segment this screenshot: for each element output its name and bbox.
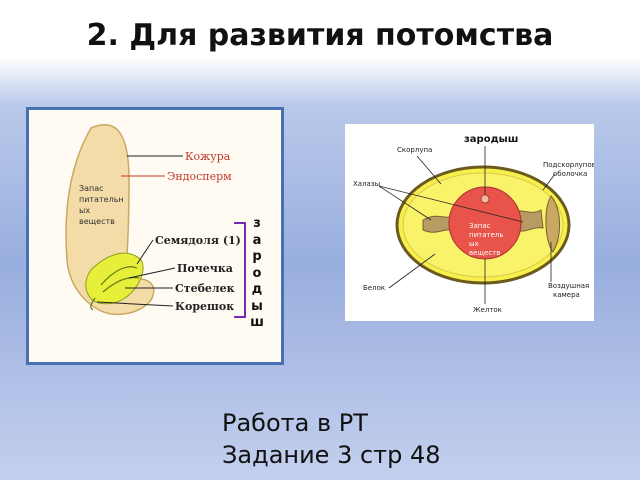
slide-title: 2. Для развития потомства: [86, 18, 554, 53]
label-membrane-1: Подскорлуповая: [543, 161, 594, 169]
label-semyadolya: Семядоля (1): [155, 234, 241, 247]
air-chamber: [545, 195, 560, 253]
embryo-bracket: [234, 222, 246, 318]
seed-embryo-vertical-label: з а р о д ы ш: [248, 216, 266, 332]
seed-coat: [65, 124, 155, 316]
egg-reserve-line-4: веществ: [469, 249, 500, 257]
chalaza-left: [422, 215, 454, 233]
embryo-letter: ш: [250, 315, 264, 330]
label-egg-embryo: зародыш: [464, 134, 518, 145]
label-air-2: камера: [553, 291, 580, 299]
seed-reserve-line-2: питательн: [79, 195, 124, 204]
label-chalazae: Халазы: [353, 180, 380, 188]
embryo-letter: ы: [251, 298, 263, 314]
embryo-letter: р: [252, 249, 262, 264]
germinal-disc: [480, 194, 490, 204]
label-koreshok: Корешок: [175, 300, 234, 313]
egg-diagram: зародыш Скорлупа Подскорлуповая оболочка…: [345, 124, 604, 321]
seed-diagram: Кожура Эндосперм Семядоля (1) Почечка Ст…: [26, 107, 284, 365]
label-membrane-2: оболочка: [553, 170, 587, 178]
label-kozhura: Кожура: [185, 150, 231, 163]
assignment-note: Работа в РТ Задание 3 стр 48: [222, 407, 441, 471]
assignment-line-2: Задание 3 стр 48: [222, 441, 441, 469]
label-stebelek: Стебелек: [175, 282, 235, 295]
embryo-letter: д: [251, 282, 263, 297]
assignment-line-1: Работа в РТ: [222, 409, 368, 437]
label-shell: Скорлупа: [397, 146, 432, 154]
embryo-letter: з: [253, 216, 261, 231]
egg-reserve-line-2: питатель: [469, 231, 503, 239]
label-yolk: Желток: [473, 306, 502, 314]
seed-embryo: [85, 252, 144, 305]
egg-reserve-line-1: Запас: [469, 222, 491, 230]
embryo-letter: о: [252, 265, 262, 281]
seed-reserve-line-4: веществ: [79, 217, 115, 226]
seed-reserve-line-1: Запас: [79, 184, 104, 193]
label-white: Белок: [363, 284, 385, 292]
egg-illustration: зародыш Скорлупа Подскорлуповая оболочка…: [353, 134, 604, 314]
label-air-1: Воздушная: [548, 282, 589, 290]
egg-reserve-line-3: ых: [469, 240, 479, 248]
label-endosperm: Эндосперм: [167, 170, 232, 183]
seed-reserve-line-3: ых: [79, 206, 90, 215]
seed-illustration: Кожура Эндосперм Семядоля (1) Почечка Ст…: [65, 124, 241, 316]
label-pochechka: Почечка: [177, 262, 233, 275]
embryo-letter: а: [252, 232, 262, 248]
